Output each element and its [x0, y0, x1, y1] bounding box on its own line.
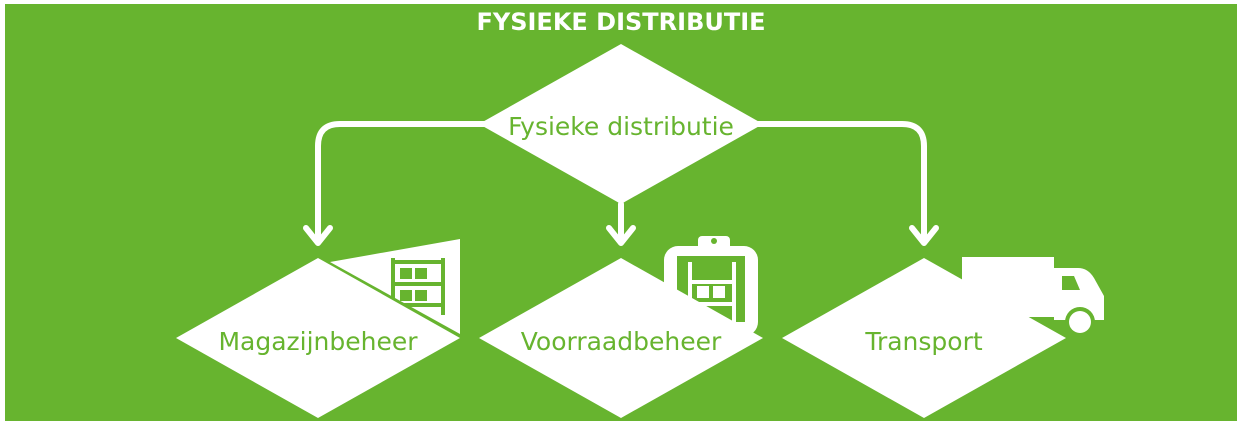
connector-right — [749, 121, 927, 241]
arrowheads — [303, 225, 939, 246]
child-diamond-magazijnbeheer — [176, 258, 460, 418]
arrowhead-left — [303, 225, 333, 246]
child-diamond-voorraadbeheer — [479, 258, 763, 418]
warehouse-shelves-icon — [330, 239, 460, 334]
child-label-magazijnbeheer: Magazijnbeheer — [218, 327, 418, 356]
diagram-title: FYSIEKE DISTRIBUTIE — [476, 8, 765, 36]
child-diamond-transport — [782, 258, 1066, 418]
connectors — [315, 121, 927, 241]
arrowhead-right — [909, 225, 939, 246]
root-diamond — [479, 44, 763, 204]
root-label: Fysieke distributie — [508, 112, 734, 141]
child-label-transport: Transport — [864, 327, 983, 356]
connector-left — [315, 121, 491, 241]
arrowhead-center — [606, 225, 636, 246]
child-label-voorraadbeheer: Voorraadbeheer — [521, 327, 722, 356]
